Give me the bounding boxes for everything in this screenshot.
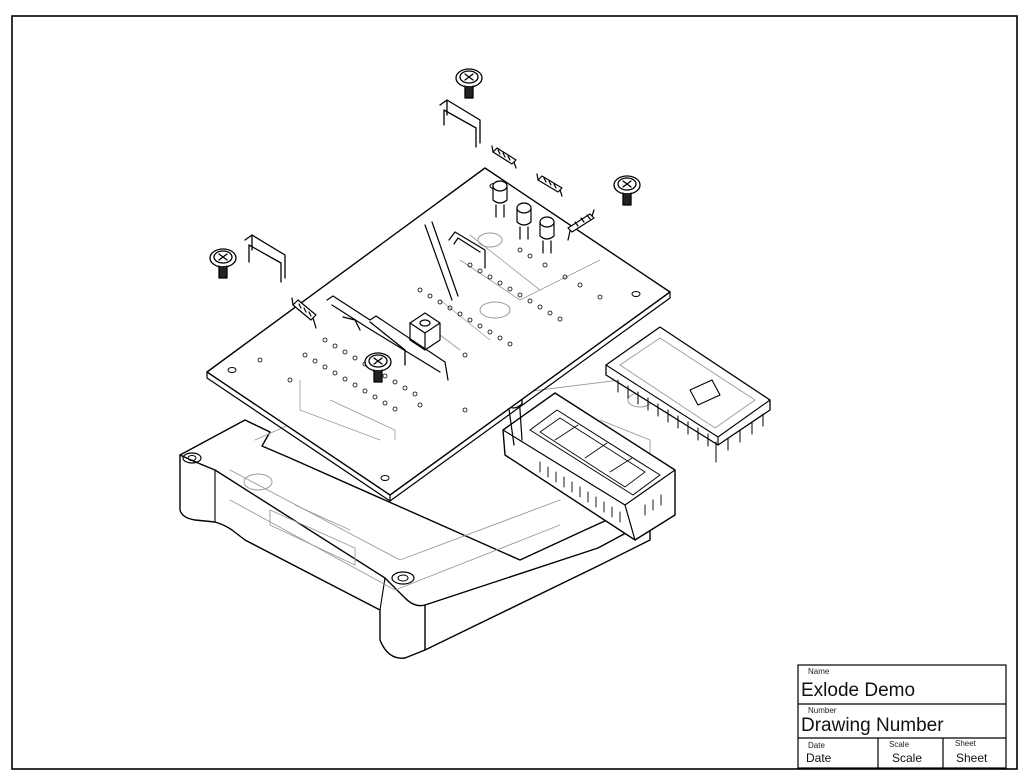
sheet-border (11, 15, 1018, 770)
date-label: Date (808, 741, 825, 750)
resistors (291, 145, 595, 329)
title-block-frame (797, 664, 1007, 769)
dip-chip (605, 326, 771, 463)
push-button-switch (409, 312, 441, 351)
sheet-label: Sheet (955, 739, 976, 748)
date-value: Date (806, 751, 832, 765)
scale-value: Scale (892, 751, 923, 765)
exploded-assembly-drawing (179, 68, 771, 659)
drawing-number: Drawing Number (801, 715, 944, 736)
zif-socket (502, 385, 676, 541)
sheet-value: Sheet (956, 751, 988, 765)
name-label: Name (808, 667, 830, 676)
pcb-board (206, 167, 671, 502)
number-label: Number (808, 706, 837, 715)
drawing-name: Exlode Demo (801, 680, 916, 701)
jumper-wires (244, 99, 481, 366)
scale-label: Scale (889, 740, 910, 749)
leds (492, 180, 555, 254)
screws (209, 68, 641, 383)
